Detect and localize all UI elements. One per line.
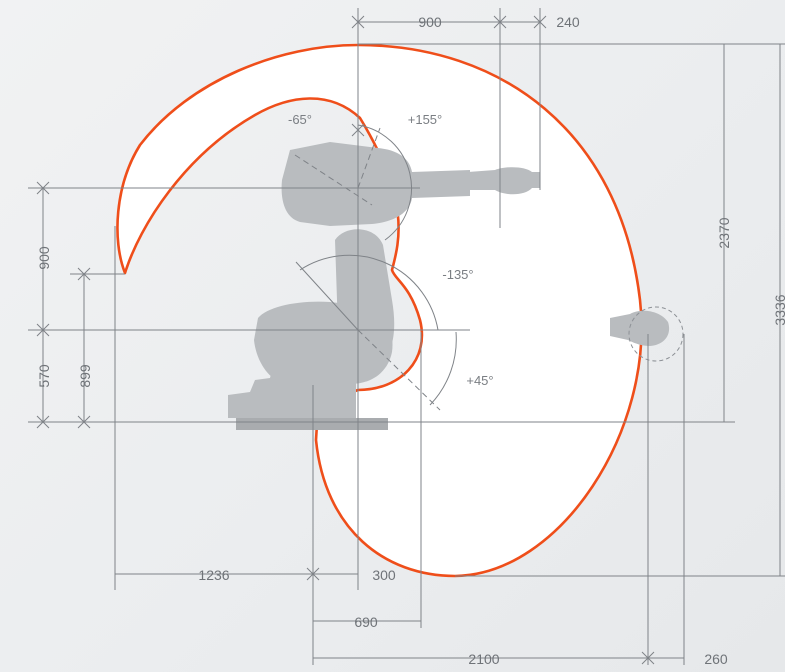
dim-total-height: 3336 [772,294,785,325]
dimension-ticks [36,15,655,665]
dim-rear-reach: 1236 [198,567,229,583]
dim-wrist-offset: 260 [704,651,728,667]
angle-a3-positive: +45° [466,373,493,388]
robot-wrist [468,167,540,195]
robot-base-plate [236,418,388,430]
wrist-reach-circle [628,306,684,362]
robot-lower-arm [335,229,395,372]
dim-forward-reach: 2100 [468,651,499,667]
angle-labels: -65° +155° -135° +45° [288,112,494,388]
dimension-lines [28,8,785,665]
angle-a2-positive: +155° [408,112,442,127]
robot-upper-arm [281,142,470,226]
dimension-labels: 900 240 2370 3336 900 570 899 1236 300 6… [36,14,785,667]
dim-arm-height: 900 [36,246,52,270]
angle-a2-negative: -65° [288,112,312,127]
dim-flange-offset: 240 [556,14,580,30]
dim-lower-reach: 690 [354,614,378,630]
dim-base-height: 570 [36,364,52,388]
dim-max-reach-height: 2370 [716,217,732,248]
robot-wrist-extended [610,310,670,346]
dim-a1-offset: 300 [372,567,396,583]
dim-a2-height: 899 [77,364,93,388]
angle-a3-negative: -135° [442,267,473,282]
dim-top-reach: 900 [418,14,442,30]
